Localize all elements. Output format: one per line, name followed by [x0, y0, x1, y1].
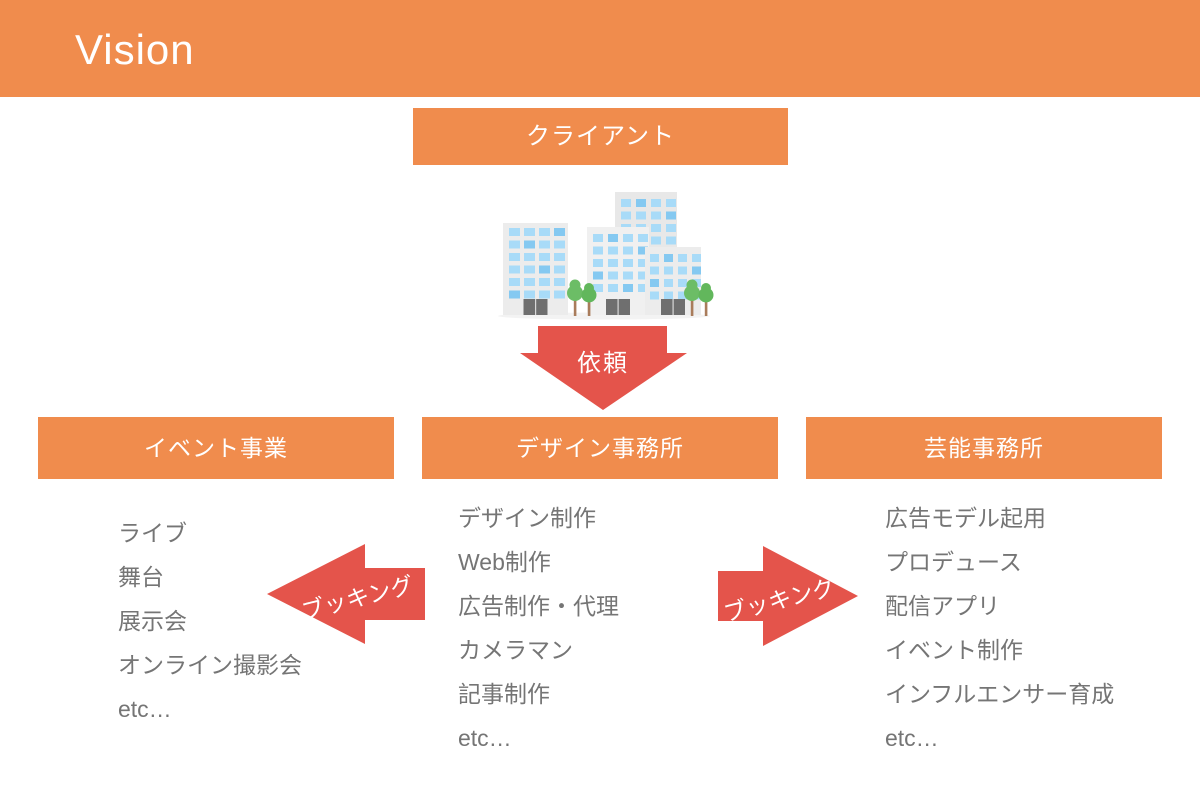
column-box-entertainment: 芸能事務所	[806, 417, 1162, 479]
column-box-entertainment-label: 芸能事務所	[924, 435, 1044, 461]
list-item: イベント制作	[885, 637, 1023, 663]
page-title: Vision	[75, 26, 195, 73]
booking-left-arrow-icon	[267, 544, 425, 644]
list-item: インフルエンサー育成	[885, 681, 1115, 707]
list-item: etc…	[118, 696, 172, 722]
header-bar: Vision	[0, 0, 1200, 97]
list-item: 広告モデル起用	[885, 505, 1046, 531]
client-box-label: クライアント	[525, 123, 676, 150]
list-item: Web制作	[458, 549, 551, 575]
list-item: 舞台	[118, 564, 164, 590]
list-item: プロデュース	[885, 549, 1022, 575]
list-item: 配信アプリ	[885, 593, 1000, 619]
entertainment-items-list: 広告モデル起用 プロデュース 配信アプリ イベント制作 インフルエンサー育成 e…	[885, 496, 1114, 760]
tree-icon	[567, 279, 714, 316]
list-item: デザイン制作	[458, 505, 596, 531]
client-box: クライアント	[413, 108, 788, 165]
list-item: 記事制作	[458, 681, 550, 707]
list-item: etc…	[458, 725, 512, 751]
request-down-arrow-icon	[520, 326, 687, 410]
column-box-design: デザイン事務所	[422, 417, 778, 479]
list-item: オンライン撮影会	[118, 652, 302, 678]
booking-right-arrow-icon	[718, 546, 858, 646]
list-item: 展示会	[118, 608, 187, 634]
design-items-list: デザイン制作 Web制作 広告制作・代理 カメラマン 記事制作 etc…	[458, 496, 619, 760]
office-buildings-icon	[498, 192, 714, 320]
column-box-event-label: イベント事業	[144, 435, 288, 461]
column-box-event: イベント事業	[38, 417, 394, 479]
event-items-list: ライブ 舞台 展示会 オンライン撮影会 etc…	[118, 511, 302, 731]
column-box-design-label: デザイン事務所	[516, 435, 684, 461]
list-item: カメラマン	[458, 637, 573, 663]
list-item: etc…	[885, 725, 939, 751]
request-arrow-label: 依頼	[577, 350, 629, 377]
list-item: ライブ	[118, 520, 187, 546]
list-item: 広告制作・代理	[458, 593, 619, 619]
